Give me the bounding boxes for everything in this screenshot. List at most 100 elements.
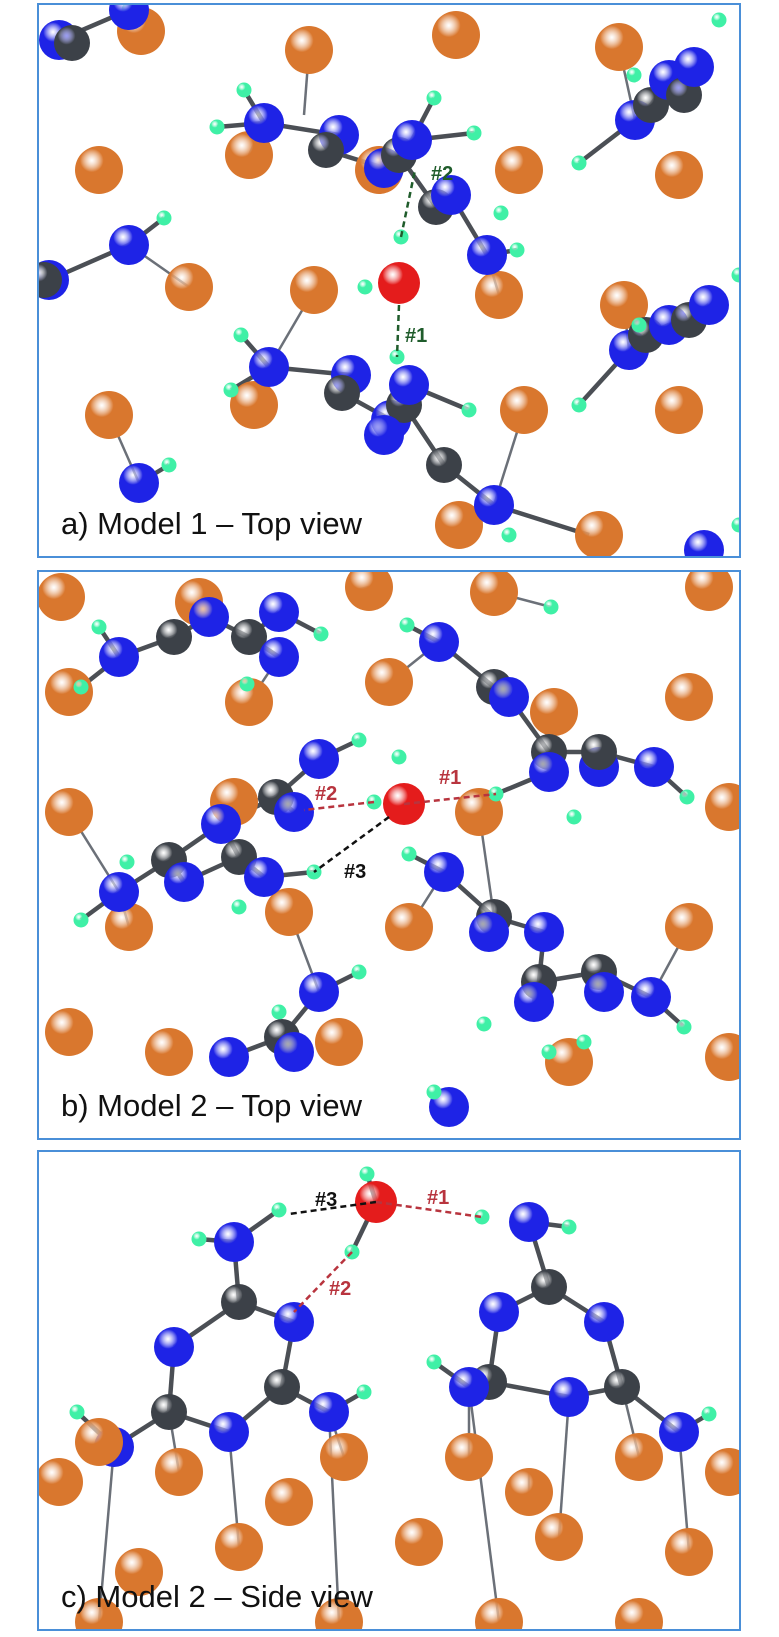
hbond-label-b1: #1 [439, 767, 461, 789]
nitrogen-atom [201, 804, 241, 844]
nitrogen-atom [249, 347, 289, 387]
hydrogen-atom [426, 1354, 442, 1370]
carbon-atom [151, 1394, 187, 1430]
hbond-label-b3: #3 [344, 861, 366, 883]
hydrogen-bonds [303, 792, 497, 874]
panel-model1-top-view: #2 #1 a) Model 1 – Top view [37, 3, 741, 558]
copper-atom [315, 1598, 363, 1629]
copper-atom [230, 381, 278, 429]
nitrogen-atom [119, 463, 159, 503]
nitrogen-atom [274, 1302, 314, 1342]
copper-atom [265, 1478, 313, 1526]
hydrogen-atom [566, 809, 582, 825]
carbon-atom [54, 25, 90, 61]
hydrogen-atom [357, 279, 373, 295]
copper-atom [475, 271, 523, 319]
nitrogen-atom [509, 1202, 549, 1242]
carbon-atom [604, 1369, 640, 1405]
nitrogen-atom [469, 912, 509, 952]
hydrogen-atom [233, 327, 249, 343]
atoms [39, 572, 739, 1127]
hydrogen-atom [156, 210, 172, 226]
nitrogen-atom [164, 862, 204, 902]
nitrogen-atom [259, 592, 299, 632]
copper-atom [445, 1433, 493, 1481]
hydrogen-atom [359, 1166, 375, 1182]
hydrogen-atom [271, 1202, 287, 1218]
hydrogen-atom [474, 1209, 490, 1225]
carbon-atom [531, 1269, 567, 1305]
copper-atom [665, 673, 713, 721]
copper-atom [39, 573, 85, 621]
hydrogen-atom [461, 402, 477, 418]
hydrogen-atom [493, 205, 509, 221]
copper-atom [455, 788, 503, 836]
hydrogen-atom [69, 1404, 85, 1420]
copper-atom [365, 658, 413, 706]
copper-atom [575, 511, 623, 556]
atoms [39, 5, 739, 556]
copper-atom [225, 678, 273, 726]
hydrogen-atom [356, 1384, 372, 1400]
hydrogen-atom [351, 964, 367, 980]
hydrogen-atom [476, 1016, 492, 1032]
hydrogen-atom [73, 679, 89, 695]
copper-atom [435, 501, 483, 549]
panel-b-caption: b) Model 2 – Top view [61, 1088, 362, 1123]
nitrogen-atom [244, 103, 284, 143]
copper-atom [145, 1028, 193, 1076]
hydrogen-atom [561, 1219, 577, 1235]
copper-atom [665, 903, 713, 951]
hydrogen-atom [631, 317, 647, 333]
hydrogen-atom [509, 242, 525, 258]
hydrogen-bond [395, 304, 401, 358]
oxygen-atom [378, 262, 420, 304]
copper-atom [290, 266, 338, 314]
hydrogen-atom [626, 67, 642, 83]
carbon-atom [264, 1369, 300, 1405]
carbon-atom [156, 619, 192, 655]
nitrogen-atom [529, 752, 569, 792]
copper-atom [45, 1008, 93, 1056]
copper-atom [165, 263, 213, 311]
hbond-label-c2: #2 [329, 1278, 351, 1300]
copper-atom [315, 1018, 363, 1066]
copper-atom [705, 783, 739, 831]
hydrogen-atom [571, 155, 587, 171]
copper-atom [470, 572, 518, 616]
nitrogen-atom [489, 677, 529, 717]
copper-atom [685, 572, 733, 611]
copper-atom [535, 1513, 583, 1561]
nitrogen-atom [274, 1032, 314, 1072]
hydrogen-atom [576, 1034, 592, 1050]
nitrogen-atom [524, 912, 564, 952]
copper-atom [105, 903, 153, 951]
nitrogen-atom [479, 1292, 519, 1332]
hydrogen-bond [399, 169, 417, 238]
nitrogen-atom [209, 1037, 249, 1077]
nitrogen-atom [99, 637, 139, 677]
nitrogen-atom [109, 225, 149, 265]
structure-model2-top: #2 #1 #3 [39, 572, 739, 1127]
nitrogen-atom [549, 1377, 589, 1417]
hydrogen-atom [313, 626, 329, 642]
copper-atom [615, 1598, 663, 1629]
nitrogen-atom [684, 530, 724, 556]
copper-atom [432, 11, 480, 59]
nitrogen-atom [631, 977, 671, 1017]
hydrogen-atom [711, 12, 727, 28]
nitrogen-atom [244, 857, 284, 897]
panel-model2-side-view: #3 #1 #2 c) Model 2 – Side view [37, 1150, 741, 1631]
copper-atom [495, 146, 543, 194]
nitrogen-atom [449, 1367, 489, 1407]
copper-atom [545, 1038, 593, 1086]
hydrogen-bond [403, 792, 497, 806]
substrate-bond [467, 1386, 501, 1623]
copper-atom [600, 281, 648, 329]
hydrogen-atom [161, 457, 177, 473]
copper-atom [345, 572, 393, 611]
nitrogen-atom [109, 5, 149, 30]
hbond-label-a2: #2 [431, 163, 453, 185]
hydrogen-atom [701, 1406, 717, 1422]
nitrogen-atom [424, 852, 464, 892]
